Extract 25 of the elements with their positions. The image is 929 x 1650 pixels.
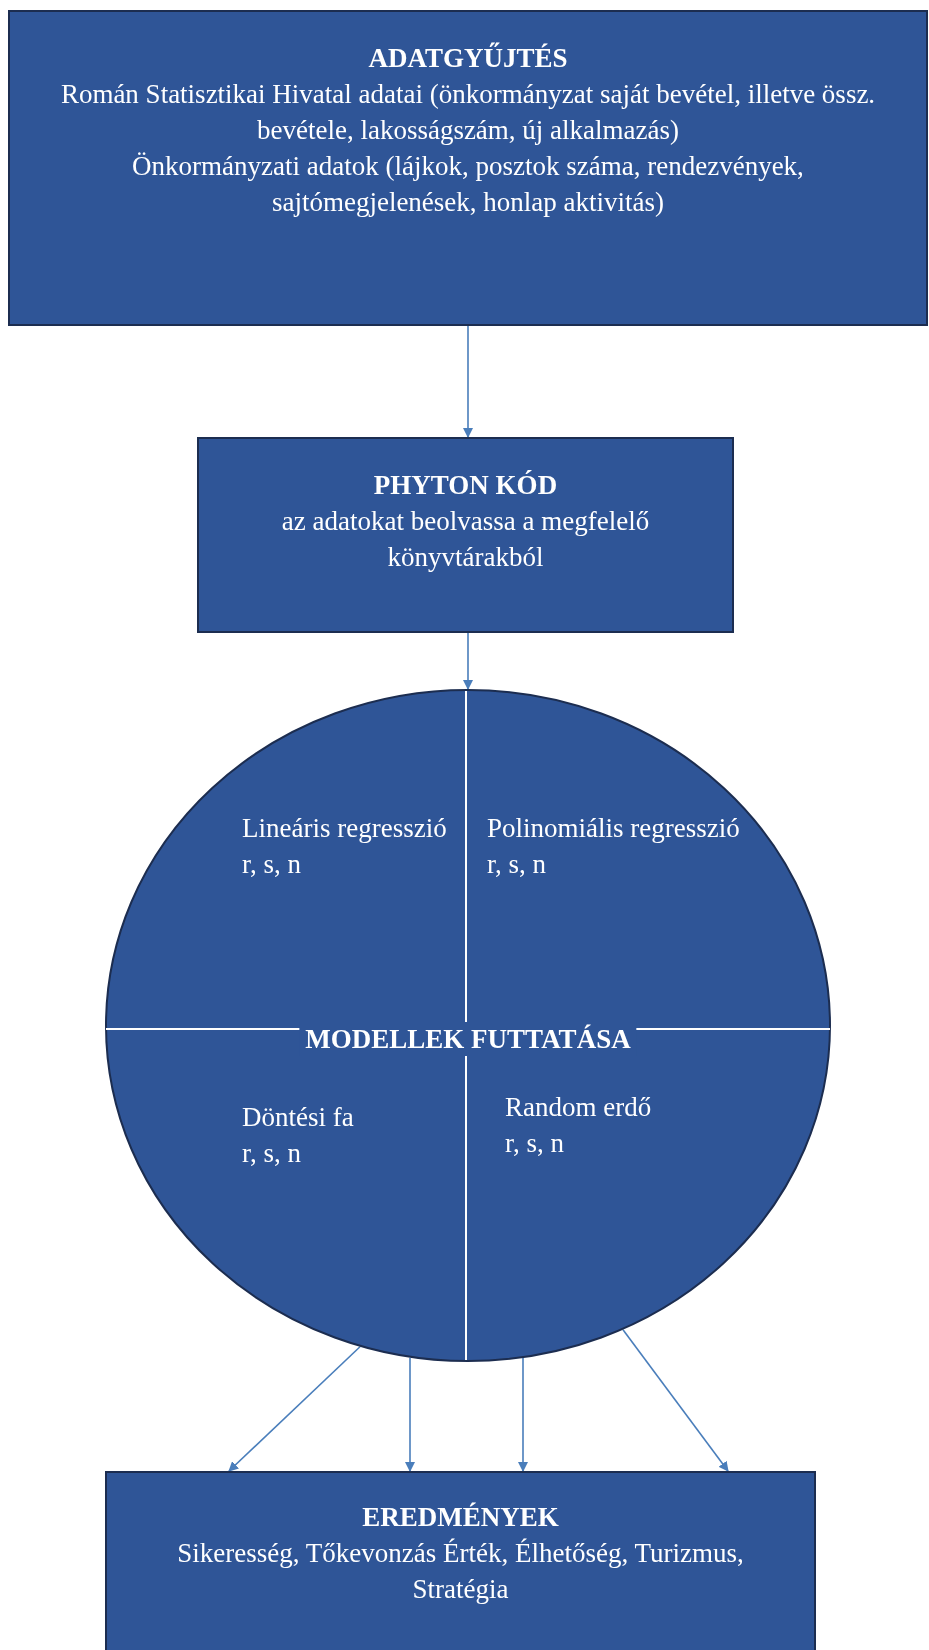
- arrow: [228, 1345, 361, 1472]
- metric-label: r, s, n: [487, 848, 547, 881]
- box-text: Sikeresség, Tőkevonzás Érték, Élhetőség, Turizmus, Stratégia: [176, 1537, 745, 1606]
- arrow: [405, 1356, 415, 1472]
- method-label: Random erdő: [505, 1091, 652, 1124]
- box-heading: EREDMÉNYEK: [362, 1501, 559, 1534]
- method-label: Döntési fa: [242, 1101, 354, 1134]
- arrow: [463, 325, 473, 438]
- process-box: [8, 10, 928, 326]
- method-label: Polinomiális regresszió: [487, 812, 740, 845]
- process-box: [105, 1471, 816, 1650]
- box-text: Önkormányzati adatok (lájkok, posztok száma, rendezvények, sajtómegjelenések, honlap aktivitás): [131, 150, 805, 219]
- arrow: [518, 1357, 528, 1472]
- circle-heading: MODELLEK FUTTATÁSA: [299, 1022, 637, 1056]
- box-text: Román Statisztikai Hivatal adatai (önkormányzat saját bevétel, illetve össz. bevétele, lakosságszám, új alkalmazás): [60, 78, 876, 147]
- arrow: [622, 1329, 729, 1472]
- metric-label: r, s, n: [242, 848, 302, 881]
- box-heading: ADATGYŰJTÉS: [368, 41, 568, 75]
- arrow: [463, 632, 473, 690]
- method-label: Lineáris regresszió: [242, 812, 447, 845]
- metric-label: r, s, n: [505, 1127, 565, 1160]
- metric-label: r, s, n: [242, 1137, 302, 1170]
- box-heading: PHYTON KÓD: [373, 469, 558, 502]
- process-box: [197, 437, 734, 633]
- box-text: az adatokat beolvassa a megfelelő könyvtárakból: [280, 505, 651, 574]
